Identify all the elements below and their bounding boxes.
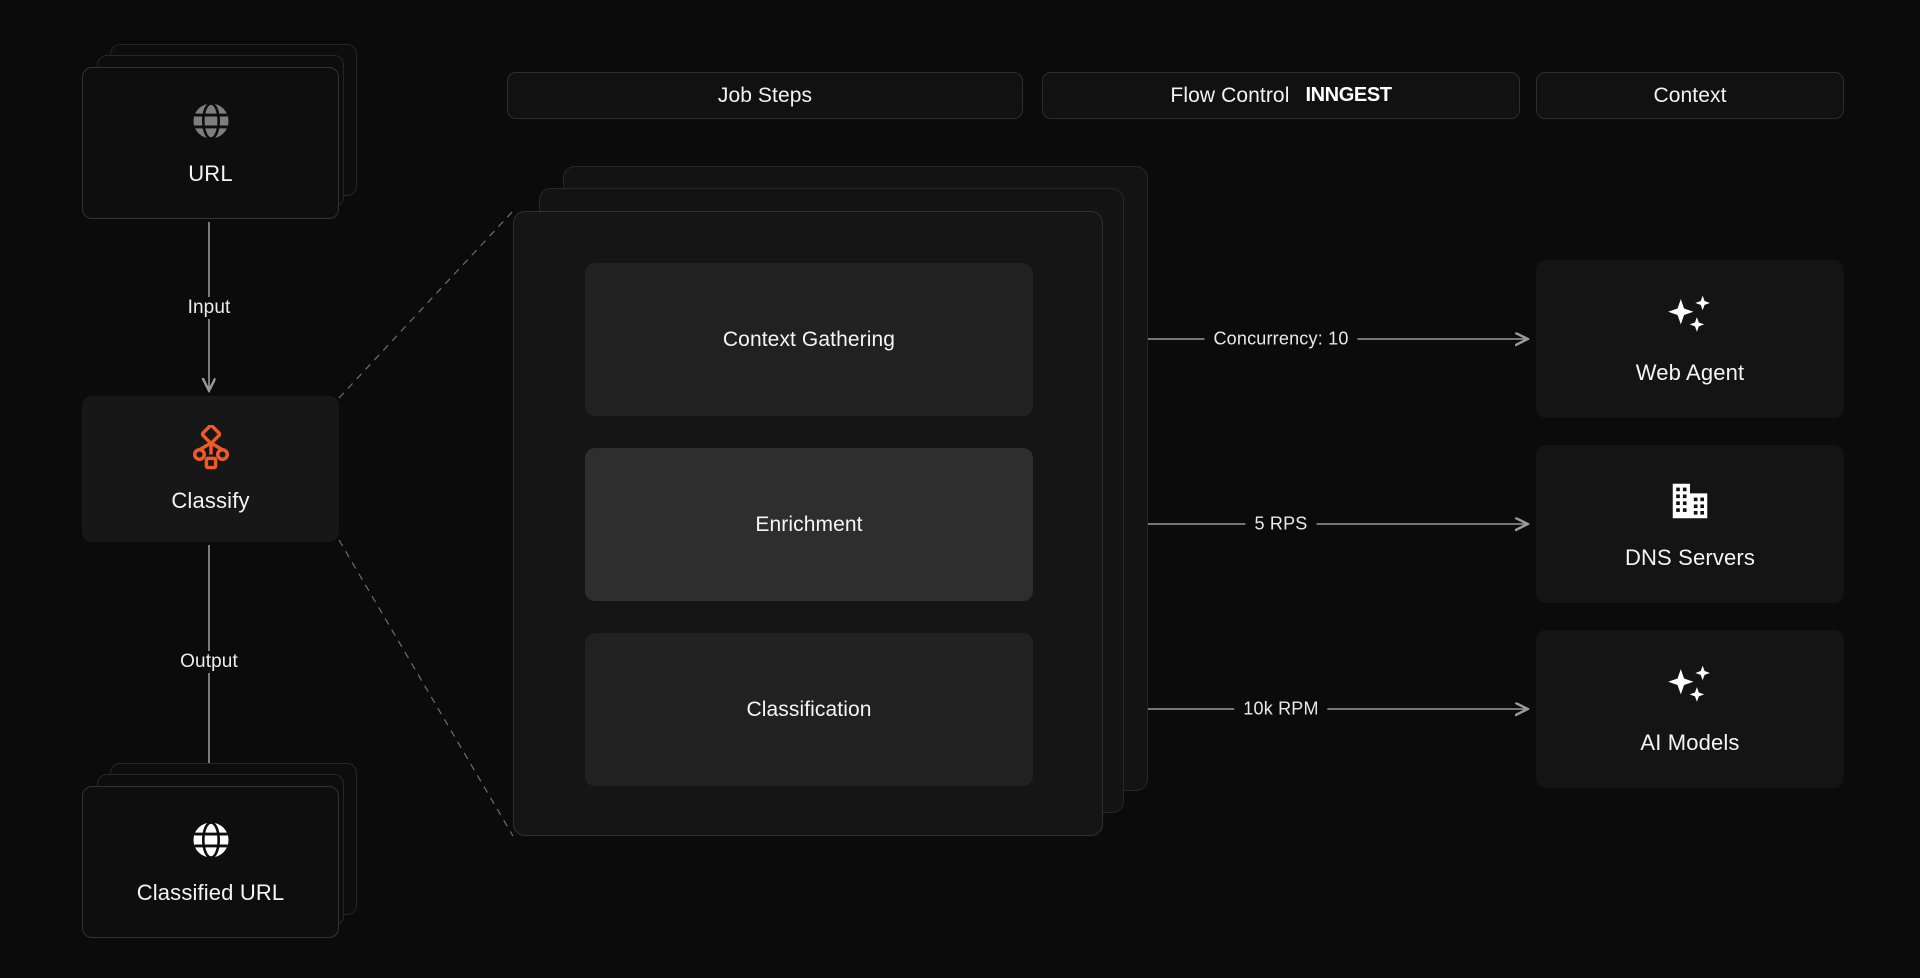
job-step-label: Enrichment [755,512,863,536]
url-card-label: URL [188,160,233,186]
context-card-label: DNS Servers [1624,544,1755,570]
inngest-logo: INNGEST [1305,84,1392,106]
header-flow-control-label: Flow Control [1170,83,1290,107]
job-step-classification[interactable]: Classification [585,633,1033,786]
flow-label-rps: 5 RPS [1245,511,1317,537]
job-step-context-gathering[interactable]: Context Gathering [585,263,1033,416]
header-flow-control[interactable]: Flow Control INNGEST [1042,72,1520,119]
classified-url-node[interactable]: Classified URL [82,763,357,943]
job-step-label: Context Gathering [722,327,896,351]
job-step-label: Classification [746,697,872,721]
buildings-icon [1667,478,1713,529]
header-job-steps[interactable]: Job Steps [507,72,1023,119]
context-card-label: Web Agent [1635,359,1745,385]
header-context-label: Context [1653,83,1727,107]
classified-url-card[interactable]: Classified URL [82,786,339,938]
classified-url-label: Classified URL [136,879,285,905]
output-edge-label: Output [170,651,248,673]
job-panel[interactable]: Context Gathering Enrichment Classificat… [513,211,1103,836]
globe-icon [190,819,232,866]
url-source-node[interactable]: URL [82,44,357,224]
classify-node-label: Classify [171,487,250,513]
globe-icon [190,100,232,147]
header-job-steps-label: Job Steps [717,83,813,107]
flow-label-rpm: 10k RPM [1234,696,1328,722]
flow-label-concurrency: Concurrency: 10 [1204,326,1358,352]
sparkles-icon [1662,293,1718,344]
sparkles-icon [1662,663,1718,714]
input-edge-label: Input [177,297,241,319]
header-context[interactable]: Context [1536,72,1844,119]
workflow-icon [188,423,234,476]
context-card-dns-servers[interactable]: DNS Servers [1536,445,1844,603]
url-card[interactable]: URL [82,67,339,219]
job-step-enrichment[interactable]: Enrichment [585,448,1033,601]
context-card-ai-models[interactable]: AI Models [1536,630,1844,788]
context-card-label: AI Models [1640,729,1740,755]
context-card-web-agent[interactable]: Web Agent [1536,260,1844,418]
classify-node[interactable]: Classify [82,396,339,542]
